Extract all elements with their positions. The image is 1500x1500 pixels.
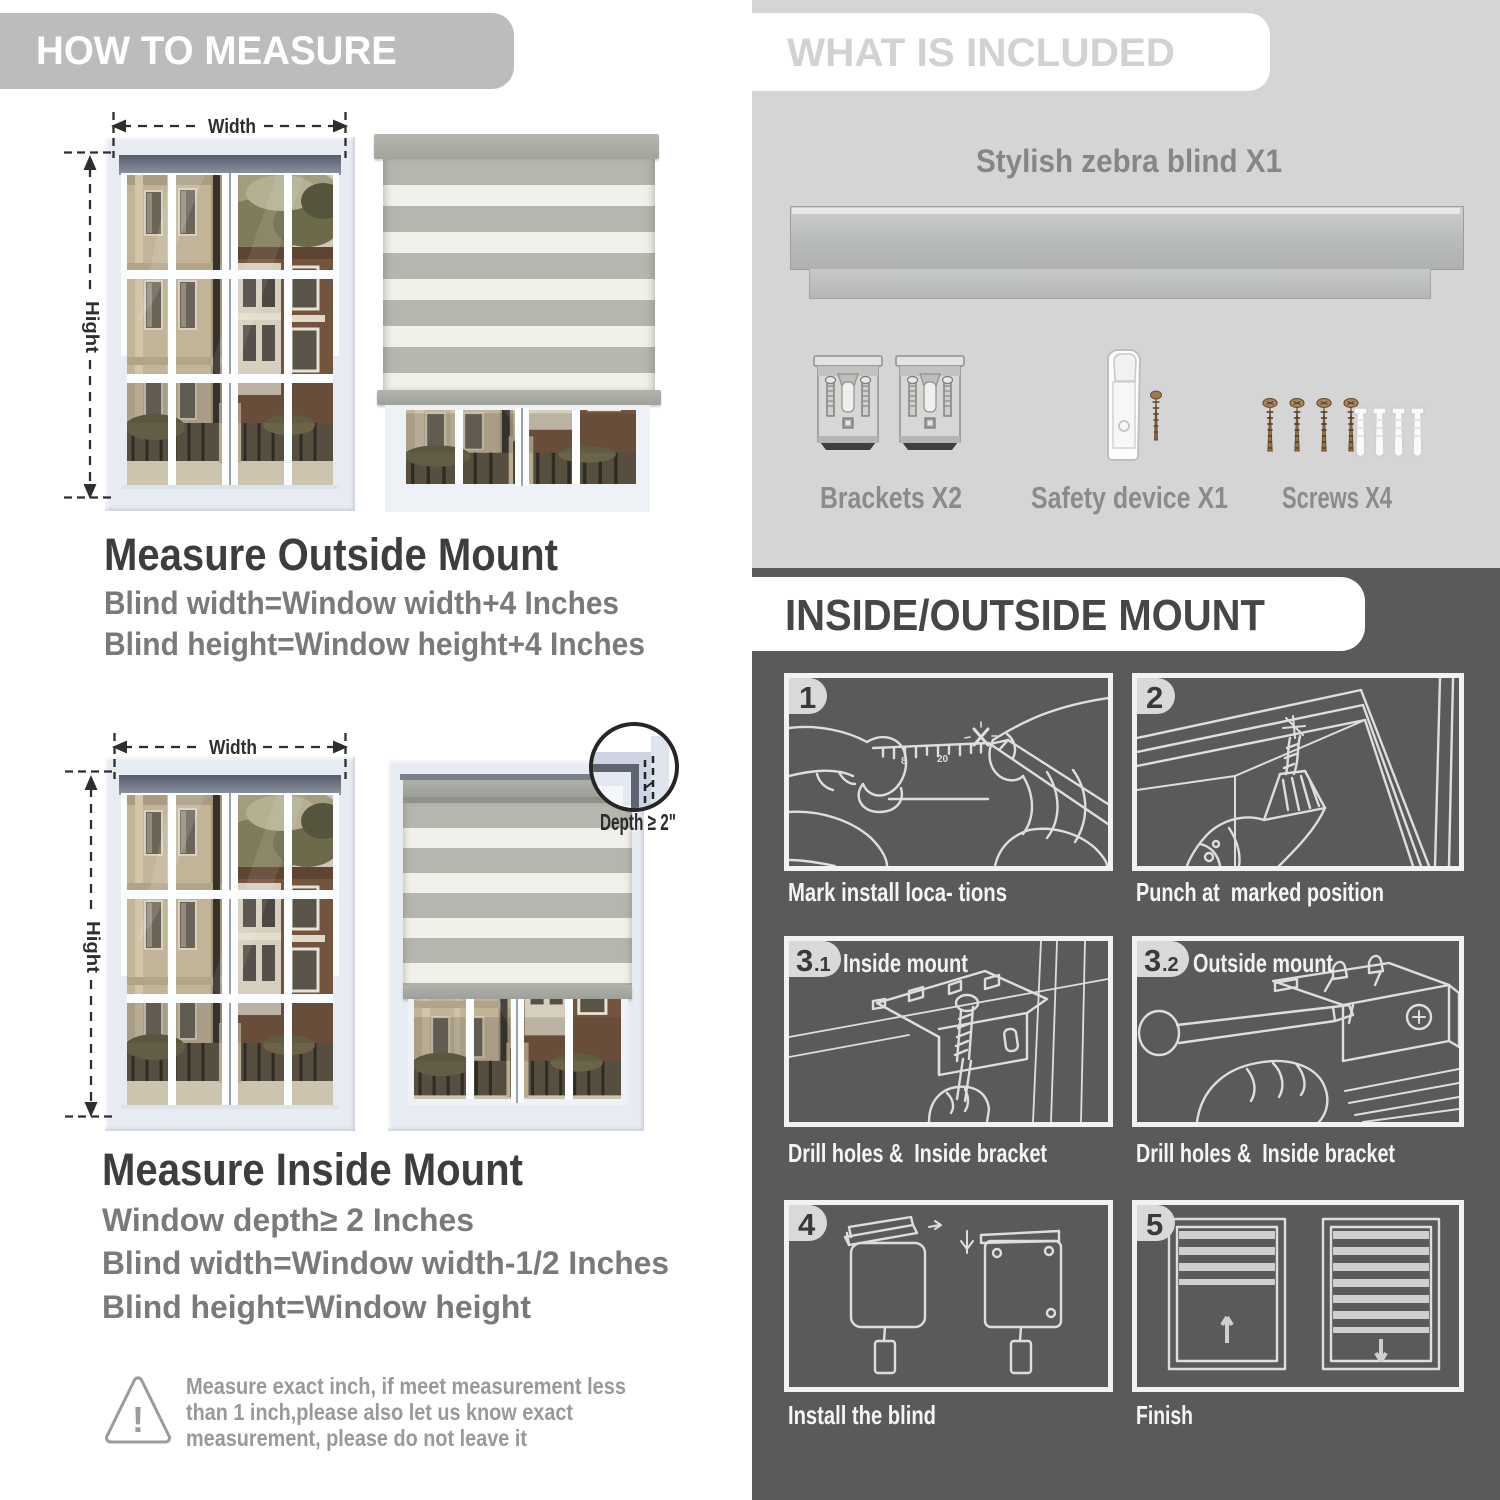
svg-text:INSIDE/OUTSIDE MOUNT: INSIDE/OUTSIDE MOUNT (785, 591, 1265, 640)
svg-text:Punch at marked position: Punch at marked position (1136, 877, 1384, 907)
svg-text:.2: .2 (1162, 954, 1179, 976)
svg-text:Mark install loca- tions: Mark install loca- tions (788, 877, 1007, 907)
svg-text:than 1 inch,please also let us: than 1 inch,please also let us know exac… (186, 1399, 573, 1425)
svg-text:Inside mount: Inside mount (843, 948, 968, 978)
svg-text:Install the blind: Install the blind (788, 1400, 936, 1430)
svg-text:Measure exact inch, if meet me: Measure exact inch, if meet measurement … (186, 1373, 626, 1399)
svg-text:2: 2 (1146, 680, 1163, 714)
svg-text:Drill holes & Inside bracket: Drill holes & Inside bracket (788, 1138, 1047, 1168)
svg-text:Blind height=Window height+4 I: Blind height=Window height+4 Inches (104, 626, 645, 662)
svg-text:Depth ≥ 2": Depth ≥ 2" (600, 809, 676, 835)
svg-text:Stylish zebra blind X1: Stylish zebra blind X1 (976, 143, 1282, 179)
svg-text:measurement, please do not lea: measurement, please do not leave it (186, 1425, 527, 1451)
svg-text:Hight: Hight (82, 301, 102, 353)
svg-text:WHAT IS INCLUDED: WHAT IS INCLUDED (787, 31, 1175, 75)
svg-text:Blind height=Window height: Blind height=Window height (102, 1289, 531, 1325)
svg-text:4: 4 (798, 1207, 816, 1241)
svg-text:Finish: Finish (1136, 1400, 1193, 1430)
svg-text:8: 8 (901, 756, 907, 767)
svg-text:3: 3 (1144, 943, 1161, 977)
svg-text:Width: Width (208, 116, 256, 138)
svg-text:1: 1 (799, 680, 816, 714)
svg-text:Safety device X1: Safety device X1 (1031, 480, 1228, 515)
svg-text:20: 20 (937, 754, 949, 765)
svg-text:Window depth≥ 2 Inches: Window depth≥ 2 Inches (102, 1202, 474, 1238)
svg-text:Screws X4: Screws X4 (1282, 480, 1393, 515)
svg-text:Hight: Hight (83, 921, 103, 973)
svg-text:5: 5 (1146, 1207, 1163, 1241)
svg-text:.1: .1 (814, 954, 831, 976)
svg-text:Drill holes & Inside bracket: Drill holes & Inside bracket (1136, 1138, 1395, 1168)
svg-text:3: 3 (796, 943, 813, 977)
svg-text:Width: Width (209, 737, 257, 759)
svg-text:Brackets X2: Brackets X2 (820, 480, 962, 515)
svg-text:Measure Outside Mount: Measure Outside Mount (104, 529, 558, 580)
svg-text:Blind width=Window width-1/2 I: Blind width=Window width-1/2 Inches (102, 1245, 669, 1281)
svg-text:!: ! (132, 1399, 144, 1440)
svg-text:Blind width=Window width+4 Inc: Blind width=Window width+4 Inches (104, 585, 619, 621)
svg-text:HOW TO MEASURE: HOW TO MEASURE (36, 29, 397, 73)
svg-text:Measure Inside Mount: Measure Inside Mount (102, 1144, 523, 1195)
svg-text:Outside mount: Outside mount (1193, 948, 1333, 978)
